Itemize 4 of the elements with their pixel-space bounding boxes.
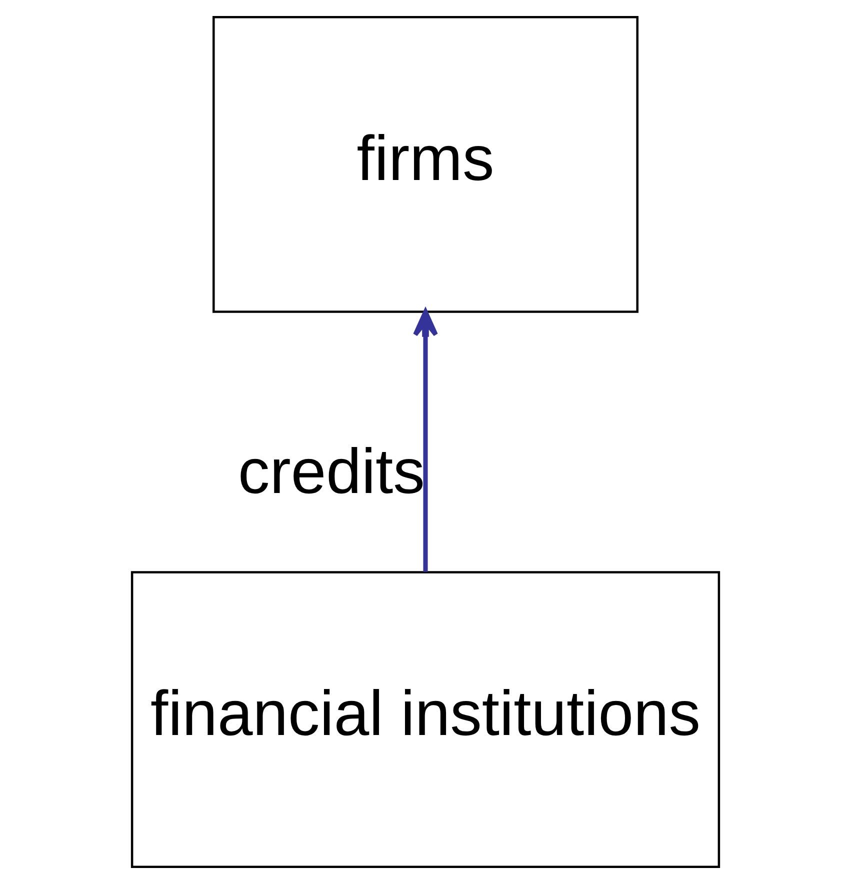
node-box: firms	[212, 16, 638, 313]
arrow	[412, 310, 438, 572]
edge-label: credits	[238, 436, 424, 507]
node-box: financial institutions	[130, 571, 720, 868]
